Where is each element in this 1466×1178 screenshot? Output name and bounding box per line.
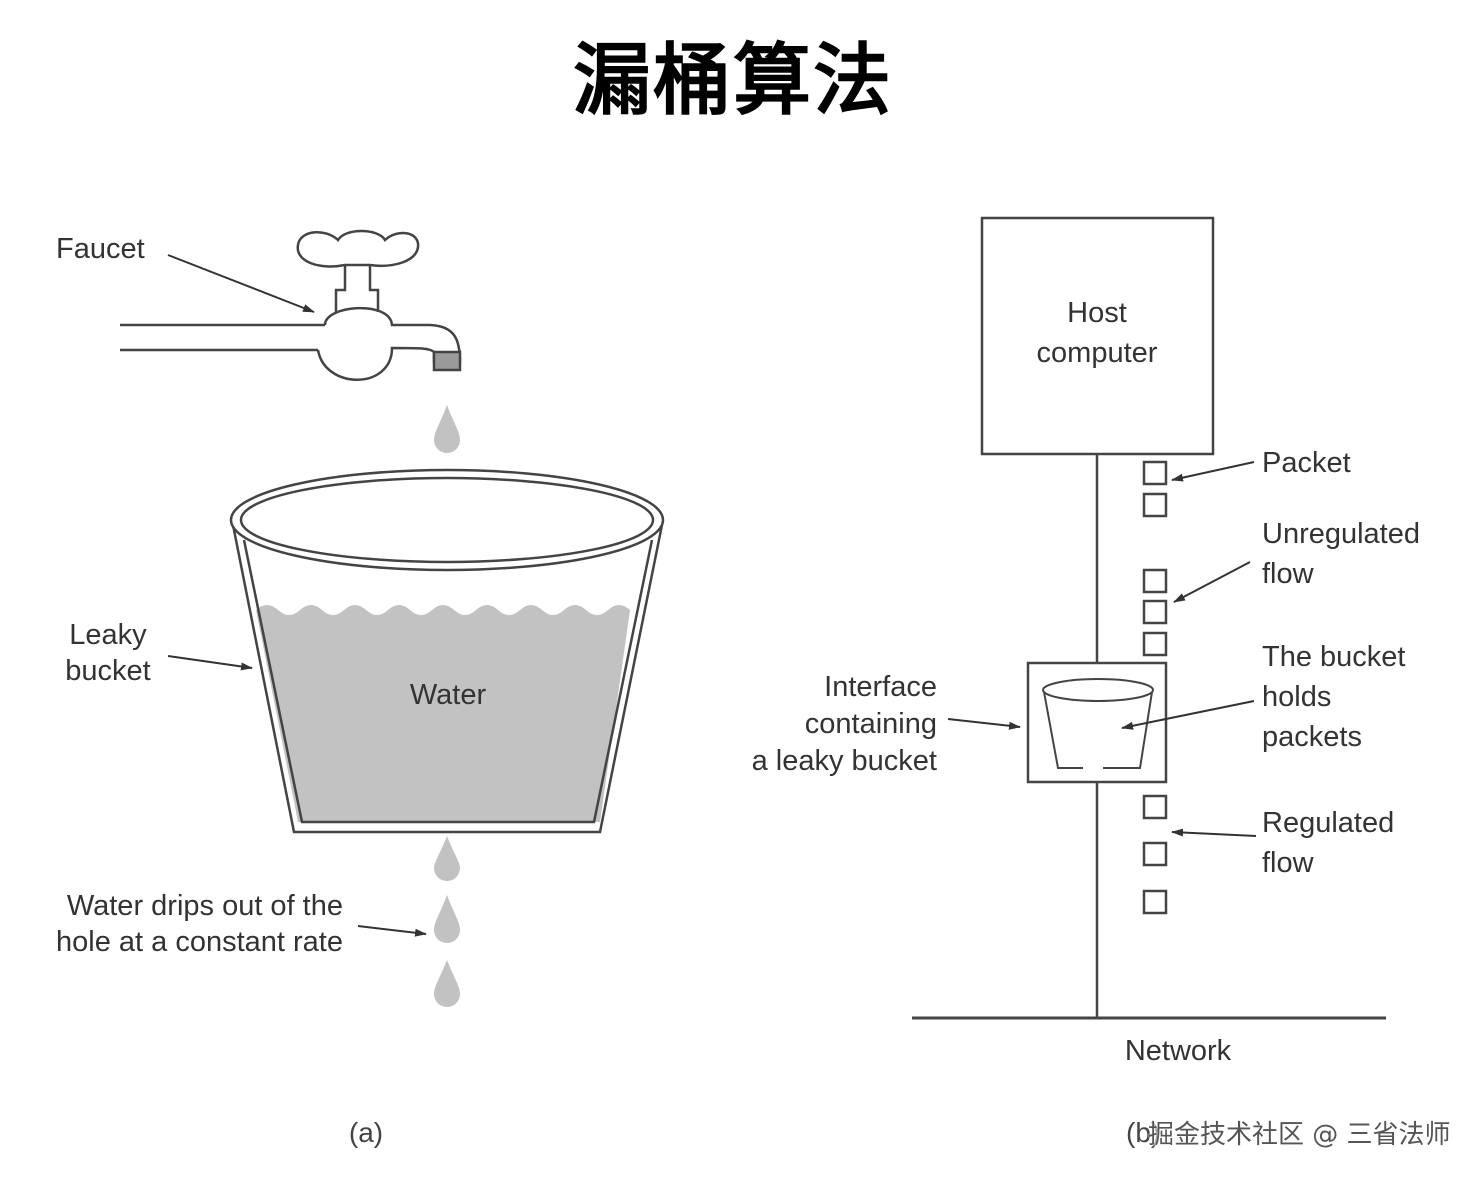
interface-arrow [947,718,1021,730]
watermark: 掘金技术社区 @ 三省法师 [1148,1120,1451,1150]
interface-label-line1: Interface [824,671,937,703]
packet-box [1142,889,1168,915]
packet-label: Packet [1262,447,1351,479]
interface-label-line2: containing [805,708,937,740]
bucket-holds-label-line1: The bucket [1262,641,1405,673]
interface-box [1026,661,1168,784]
interface-label-line3: a leaky bucket [752,745,937,777]
faucet-arrow [167,254,315,313]
host-computer-box [980,216,1215,456]
small-bucket-icon [1042,678,1154,769]
water-label: Water [410,679,487,711]
host-label-line2: computer [1037,337,1158,369]
page-title: 漏桶算法 [572,36,893,126]
packet-box [1142,460,1168,486]
host-label-line1: Host [1067,297,1127,329]
caption-b: (b) [1126,1117,1160,1148]
water-drop-icon [434,960,460,1007]
packet-box [1142,794,1168,820]
water-drop-icon [434,405,460,453]
drips-arrow [357,925,427,937]
unregulated-label-line2: flow [1262,558,1315,590]
packet-box [1142,599,1168,625]
unregulated-label-line1: Unregulated [1262,518,1420,550]
packet-box [1142,841,1168,867]
bucket-holds-arrow [1121,700,1255,730]
drips-label-line1: Water drips out of the [67,890,343,922]
unregulated-arrow [1173,561,1251,603]
packet-box [1142,492,1168,518]
bucket-label-line2: bucket [65,655,150,687]
regulated-arrow [1171,828,1257,837]
regulated-label-line1: Regulated [1262,807,1394,839]
packet-arrow [1171,461,1255,482]
bucket-holds-label-line3: packets [1262,721,1362,753]
drips-label-line2: hole at a constant rate [56,926,343,958]
network-label: Network [1125,1035,1232,1067]
water-drop-icon [434,836,460,881]
packet-box [1142,568,1168,594]
water-drop-icon [434,895,460,943]
leaky-bucket-icon [229,468,665,834]
faucet-label: Faucet [56,233,145,265]
packet-box [1142,631,1168,657]
panel-a [120,229,665,1007]
faucet-icon [120,229,462,381]
bucket-arrow [167,655,253,671]
caption-a: (a) [349,1117,383,1148]
bucket-label-line1: Leaky [69,619,147,651]
regulated-label-line2: flow [1262,847,1315,879]
bucket-holds-label-line2: holds [1262,681,1331,713]
panel-b [912,216,1386,1020]
